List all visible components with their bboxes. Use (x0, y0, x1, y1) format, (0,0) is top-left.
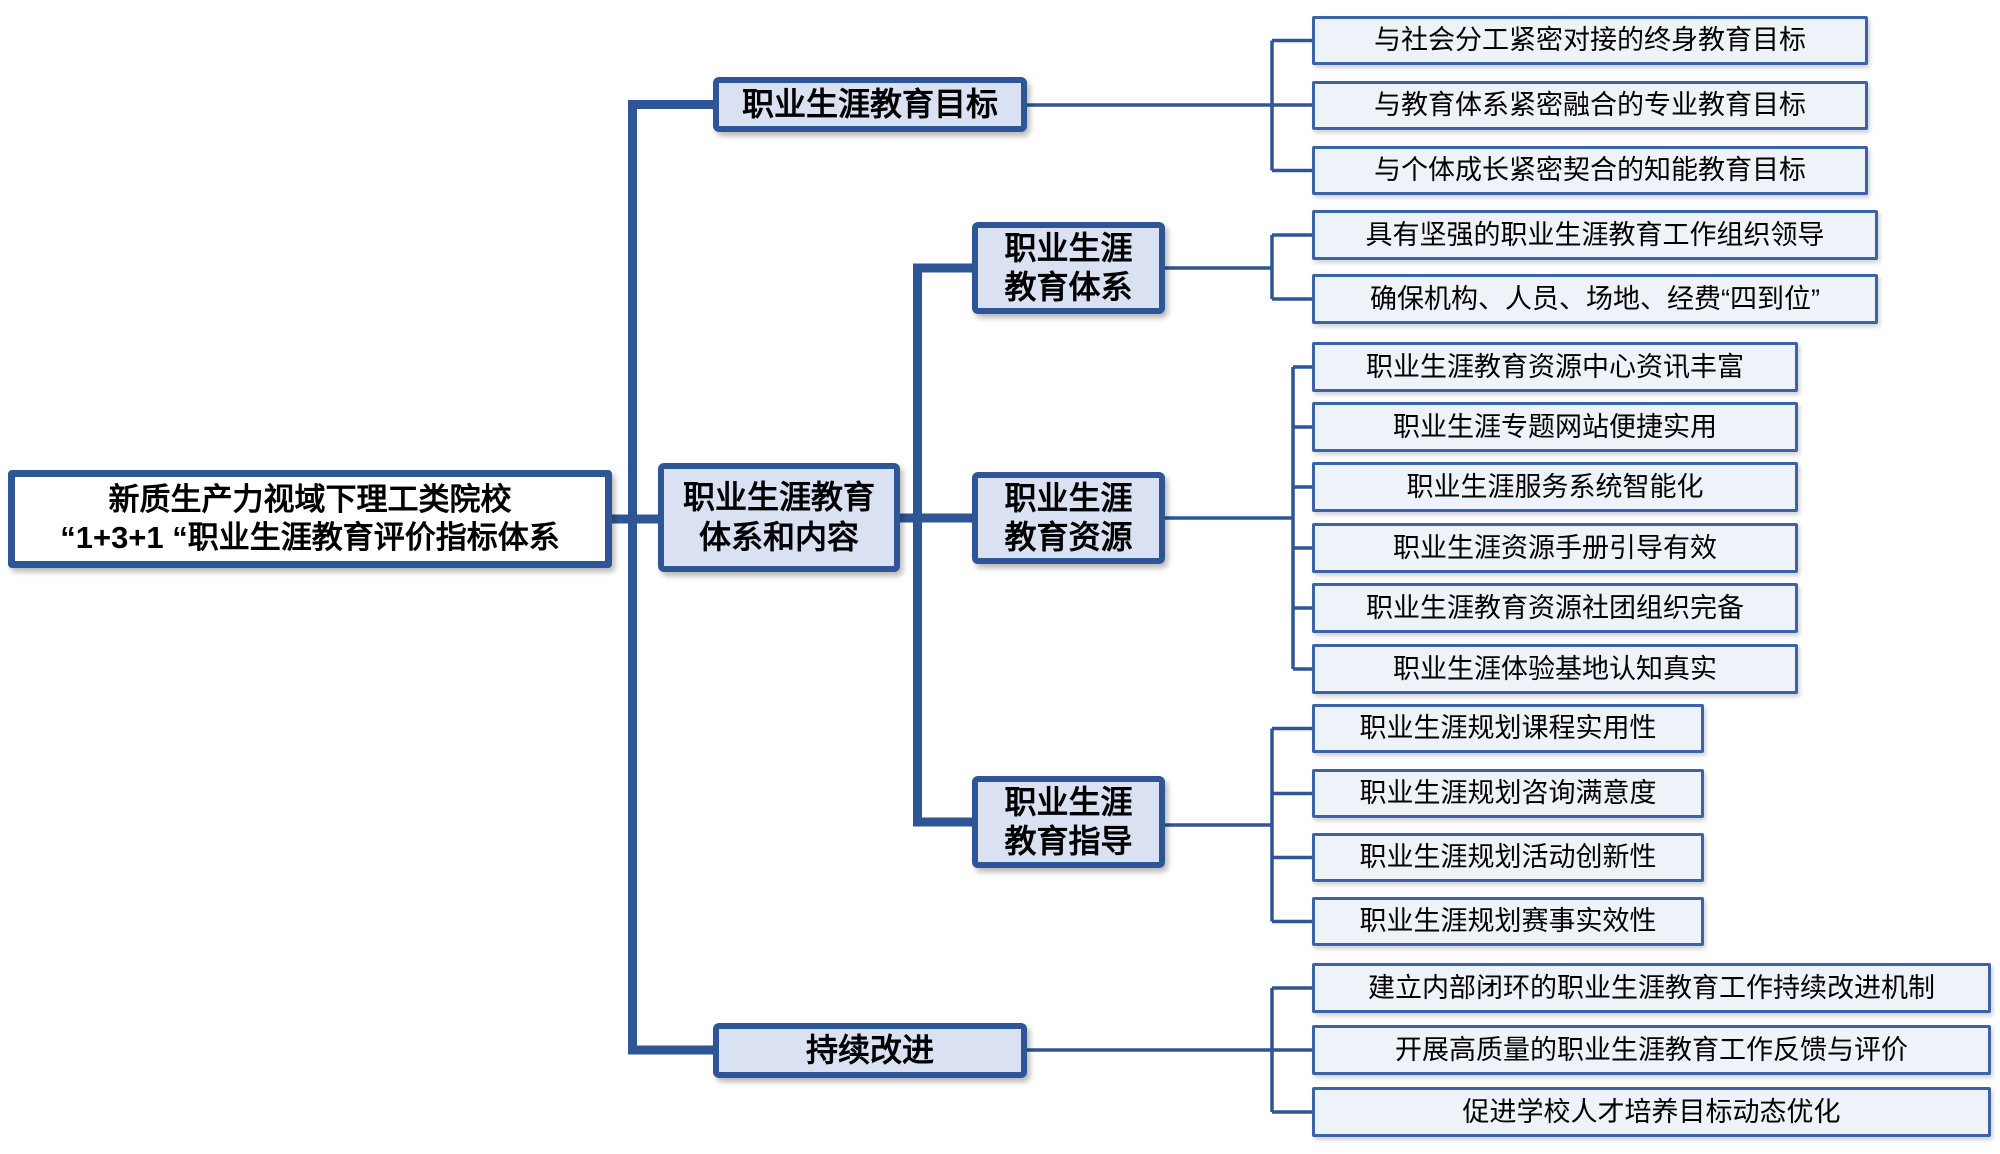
subbranch-node-education-guidance: 职业生涯 教育指导 (972, 776, 1165, 868)
branch-node-goals: 职业生涯教育目标 (713, 77, 1027, 132)
leaf-node: 职业生涯体验基地认知真实 (1312, 644, 1798, 694)
leaf-node: 职业生涯服务系统智能化 (1312, 462, 1798, 512)
subbranch-node-education-system: 职业生涯 教育体系 (972, 222, 1165, 314)
leaf-node: 职业生涯规划活动创新性 (1312, 833, 1704, 882)
leaf-node: 职业生涯专题网站便捷实用 (1312, 402, 1798, 452)
leaf-node: 职业生涯规划赛事实效性 (1312, 897, 1704, 946)
branch-system-content-line2: 体系和内容 (698, 518, 859, 555)
subbranch-node-education-resources: 职业生涯 教育资源 (972, 472, 1165, 564)
subbranch-education-resources-line1: 职业生涯 (1004, 479, 1133, 516)
subbranch-education-system-line1: 职业生涯 (1004, 229, 1133, 266)
subbranch-education-system-line2: 教育体系 (1004, 269, 1133, 305)
branch-goals-label: 职业生涯教育目标 (741, 85, 998, 122)
root-title-line2: “1+3+1 “职业生涯教育评价指标体系 (60, 520, 560, 555)
leaf-node: 建立内部闭环的职业生涯教育工作持续改进机制 (1312, 963, 1991, 1013)
leaf-node: 与教育体系紧密融合的专业教育目标 (1312, 81, 1868, 130)
leaf-node: 职业生涯规划课程实用性 (1312, 704, 1704, 753)
branch-continuous-improvement-label: 持续改进 (805, 1031, 934, 1068)
leaf-node: 职业生涯教育资源中心资讯丰富 (1312, 342, 1798, 392)
branch-node-system-and-content: 职业生涯教育 体系和内容 (658, 463, 900, 572)
leaf-node: 促进学校人才培养目标动态优化 (1312, 1087, 1991, 1137)
branch-node-continuous-improvement: 持续改进 (713, 1023, 1027, 1078)
leaf-node: 与个体成长紧密契合的知能教育目标 (1312, 146, 1868, 195)
leaf-node: 与社会分工紧密对接的终身教育目标 (1312, 16, 1868, 65)
leaf-node: 开展高质量的职业生涯教育工作反馈与评价 (1312, 1025, 1991, 1075)
leaf-node: 职业生涯教育资源社团组织完备 (1312, 583, 1798, 633)
subbranch-education-resources-line2: 教育资源 (1004, 519, 1133, 555)
subbranch-education-guidance-line1: 职业生涯 (1004, 783, 1133, 820)
leaf-node: 确保机构、人员、场地、经费“四到位” (1312, 274, 1878, 324)
leaf-node: 职业生涯资源手册引导有效 (1312, 523, 1798, 573)
subbranch-education-guidance-line2: 教育指导 (1004, 823, 1133, 859)
thick-connectors (608, 100, 974, 1055)
leaf-node: 职业生涯规划咨询满意度 (1312, 769, 1704, 818)
branch-system-content-line1: 职业生涯教育 (682, 479, 875, 516)
leaf-node: 具有坚强的职业生涯教育工作组织领导 (1312, 210, 1878, 260)
root-title-line1: 新质生产力视域下理工类院校 (108, 482, 512, 518)
root-node: 新质生产力视域下理工类院校 “1+3+1 “职业生涯教育评价指标体系 (8, 470, 612, 568)
thin-connectors (1024, 38, 1314, 1114)
